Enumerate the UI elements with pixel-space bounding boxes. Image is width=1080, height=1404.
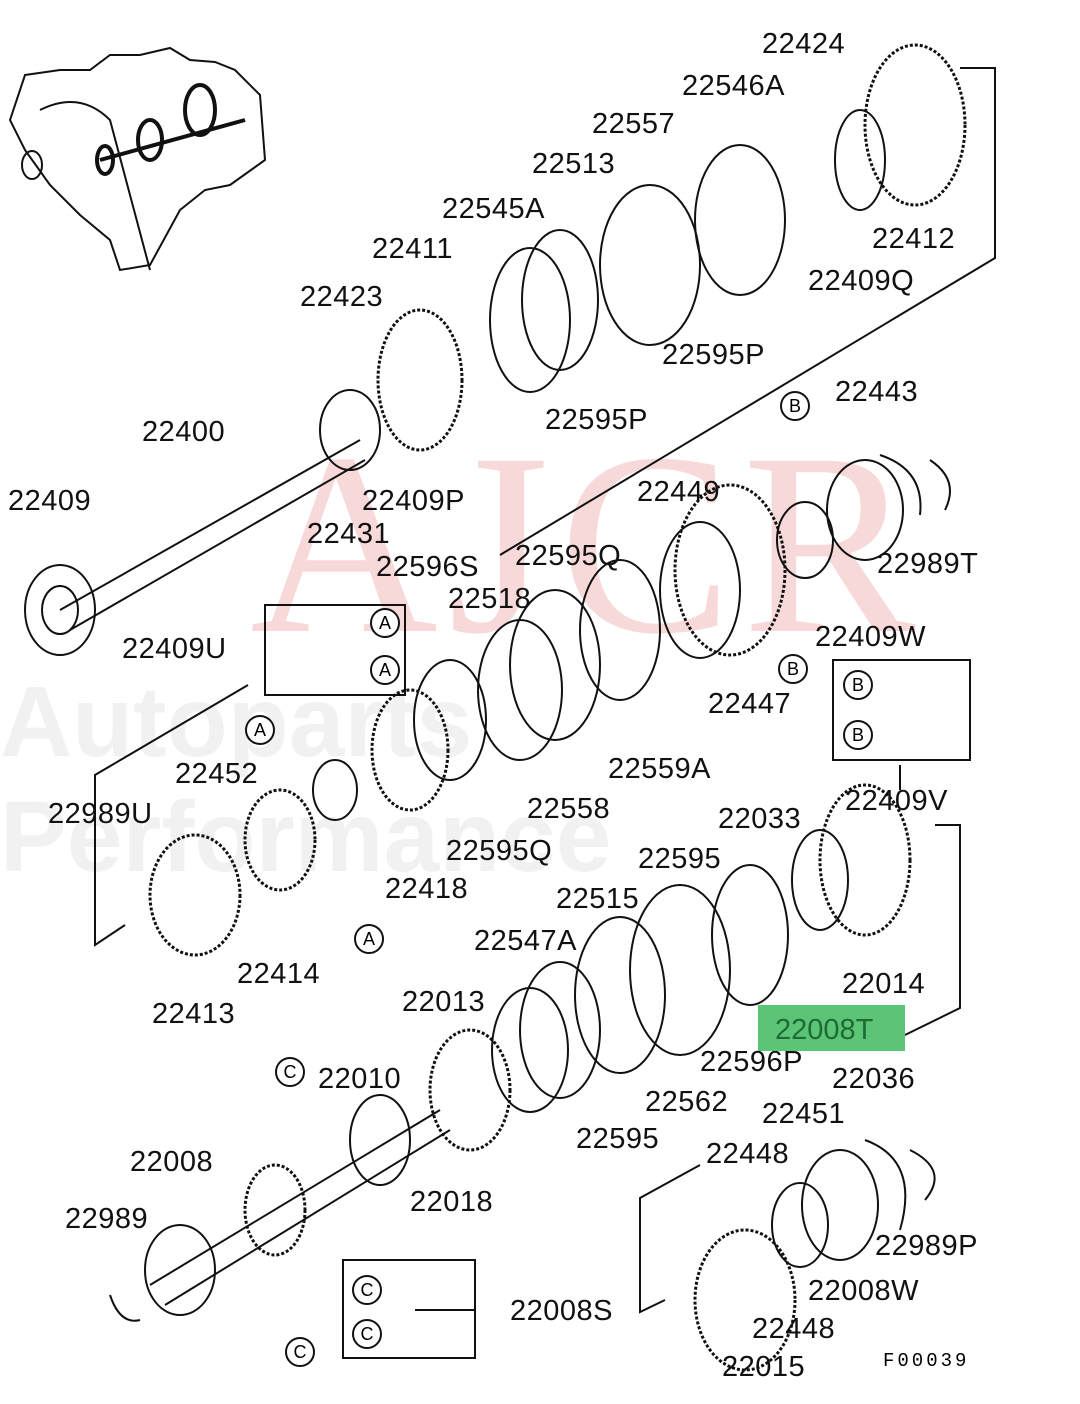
part-number-label[interactable]: 22008W (808, 1275, 920, 1307)
part-number-label[interactable]: 22989 (65, 1203, 149, 1235)
reference-marker: C (352, 1275, 382, 1305)
part-number-label[interactable]: 22989U (48, 798, 153, 830)
reference-marker: B (843, 720, 873, 750)
transmission-inset (8, 46, 267, 272)
part-number-label[interactable]: 22400 (142, 416, 226, 448)
part-number-label[interactable]: 22409P (362, 485, 465, 517)
part-number-label[interactable]: 22014 (842, 968, 926, 1000)
part-number-label[interactable]: 22033 (718, 803, 802, 835)
highlighted-part-22008T[interactable]: 22008T (758, 1005, 905, 1051)
highlight-label: 22008T (775, 1014, 874, 1046)
part-number-label[interactable]: 22596P (700, 1046, 803, 1078)
part-number-label[interactable]: 22409W (815, 621, 927, 653)
part-number-label[interactable]: 22431 (307, 518, 391, 550)
group-brackets (94, 67, 996, 1314)
part-number-label[interactable]: 22409 (8, 485, 92, 517)
part-number-label[interactable]: 22036 (832, 1063, 916, 1095)
reference-marker: B (780, 391, 810, 421)
part-number-label[interactable]: 22545A (442, 193, 545, 225)
part-number-label[interactable]: 22409Q (808, 265, 915, 297)
part-number-label[interactable]: 22595P (545, 404, 648, 436)
part-number-label[interactable]: 22414 (237, 958, 321, 990)
reference-marker: A (354, 924, 384, 954)
part-number-label[interactable]: 22989T (877, 548, 979, 580)
reference-marker: B (843, 670, 873, 700)
part-number-label[interactable]: 22448 (706, 1138, 790, 1170)
watermark-logo: AJCR (250, 400, 926, 688)
reference-marker: C (285, 1337, 315, 1367)
part-number-label[interactable]: 22409U (122, 633, 227, 665)
part-number-label[interactable]: 22409V (845, 785, 948, 817)
part-number-label[interactable]: 22547A (474, 925, 577, 957)
part-number-label[interactable]: 22451 (762, 1098, 846, 1130)
part-number-label[interactable]: 22412 (872, 223, 956, 255)
reference-marker: C (352, 1319, 382, 1349)
part-number-label[interactable]: 22424 (762, 28, 846, 60)
reference-marker: B (778, 654, 808, 684)
part-number-label[interactable]: 22595P (662, 339, 765, 371)
part-number-label[interactable]: 22418 (385, 873, 469, 905)
part-number-label[interactable]: 22447 (708, 688, 792, 720)
part-number-label[interactable]: 22010 (318, 1063, 402, 1095)
part-number-label[interactable]: 22423 (300, 281, 384, 313)
reference-marker: C (275, 1057, 305, 1087)
part-number-label[interactable]: 22448 (752, 1313, 836, 1345)
part-number-label[interactable]: 22449 (637, 476, 721, 508)
reference-marker: A (370, 655, 400, 685)
part-number-label[interactable]: 22546A (682, 70, 785, 102)
watermark-tagline: Autoparts Performance (0, 666, 612, 893)
part-number-label[interactable]: 22595Q (446, 835, 553, 867)
input-shaft (24, 43, 967, 656)
reference-marker: A (245, 715, 275, 745)
part-number-label[interactable]: 22015 (722, 1351, 806, 1383)
part-number-label[interactable]: 22559A (608, 753, 711, 785)
figure-code: F00039 (883, 1350, 970, 1372)
part-number-label[interactable]: 22989P (875, 1230, 978, 1262)
part-number-label[interactable]: 22595 (638, 843, 722, 875)
part-number-label[interactable]: 22557 (592, 108, 676, 140)
output-shaft (148, 454, 951, 957)
part-number-label[interactable]: 22018 (410, 1186, 494, 1218)
part-number-label[interactable]: 22595Q (515, 540, 622, 572)
part-number-label[interactable]: 22452 (175, 758, 259, 790)
part-number-label[interactable]: 22558 (527, 793, 611, 825)
part-number-label[interactable]: 22596S (376, 551, 479, 583)
counter-shaft (109, 783, 936, 1372)
part-number-label[interactable]: 22513 (532, 148, 616, 180)
part-number-label[interactable]: 22595 (576, 1123, 660, 1155)
part-number-label[interactable]: 22013 (402, 986, 486, 1018)
marker-boxes (264, 604, 971, 1359)
part-number-label[interactable]: 22008 (130, 1146, 214, 1178)
part-number-label[interactable]: 22562 (645, 1086, 729, 1118)
part-number-label[interactable]: 22411 (372, 233, 453, 265)
part-number-label[interactable]: 22413 (152, 998, 236, 1030)
part-number-label[interactable]: 22443 (835, 376, 919, 408)
part-number-label[interactable]: 22008S (510, 1295, 613, 1327)
part-number-label[interactable]: 22515 (556, 883, 640, 915)
part-number-label[interactable]: 22518 (448, 583, 532, 615)
reference-marker: A (370, 608, 400, 638)
